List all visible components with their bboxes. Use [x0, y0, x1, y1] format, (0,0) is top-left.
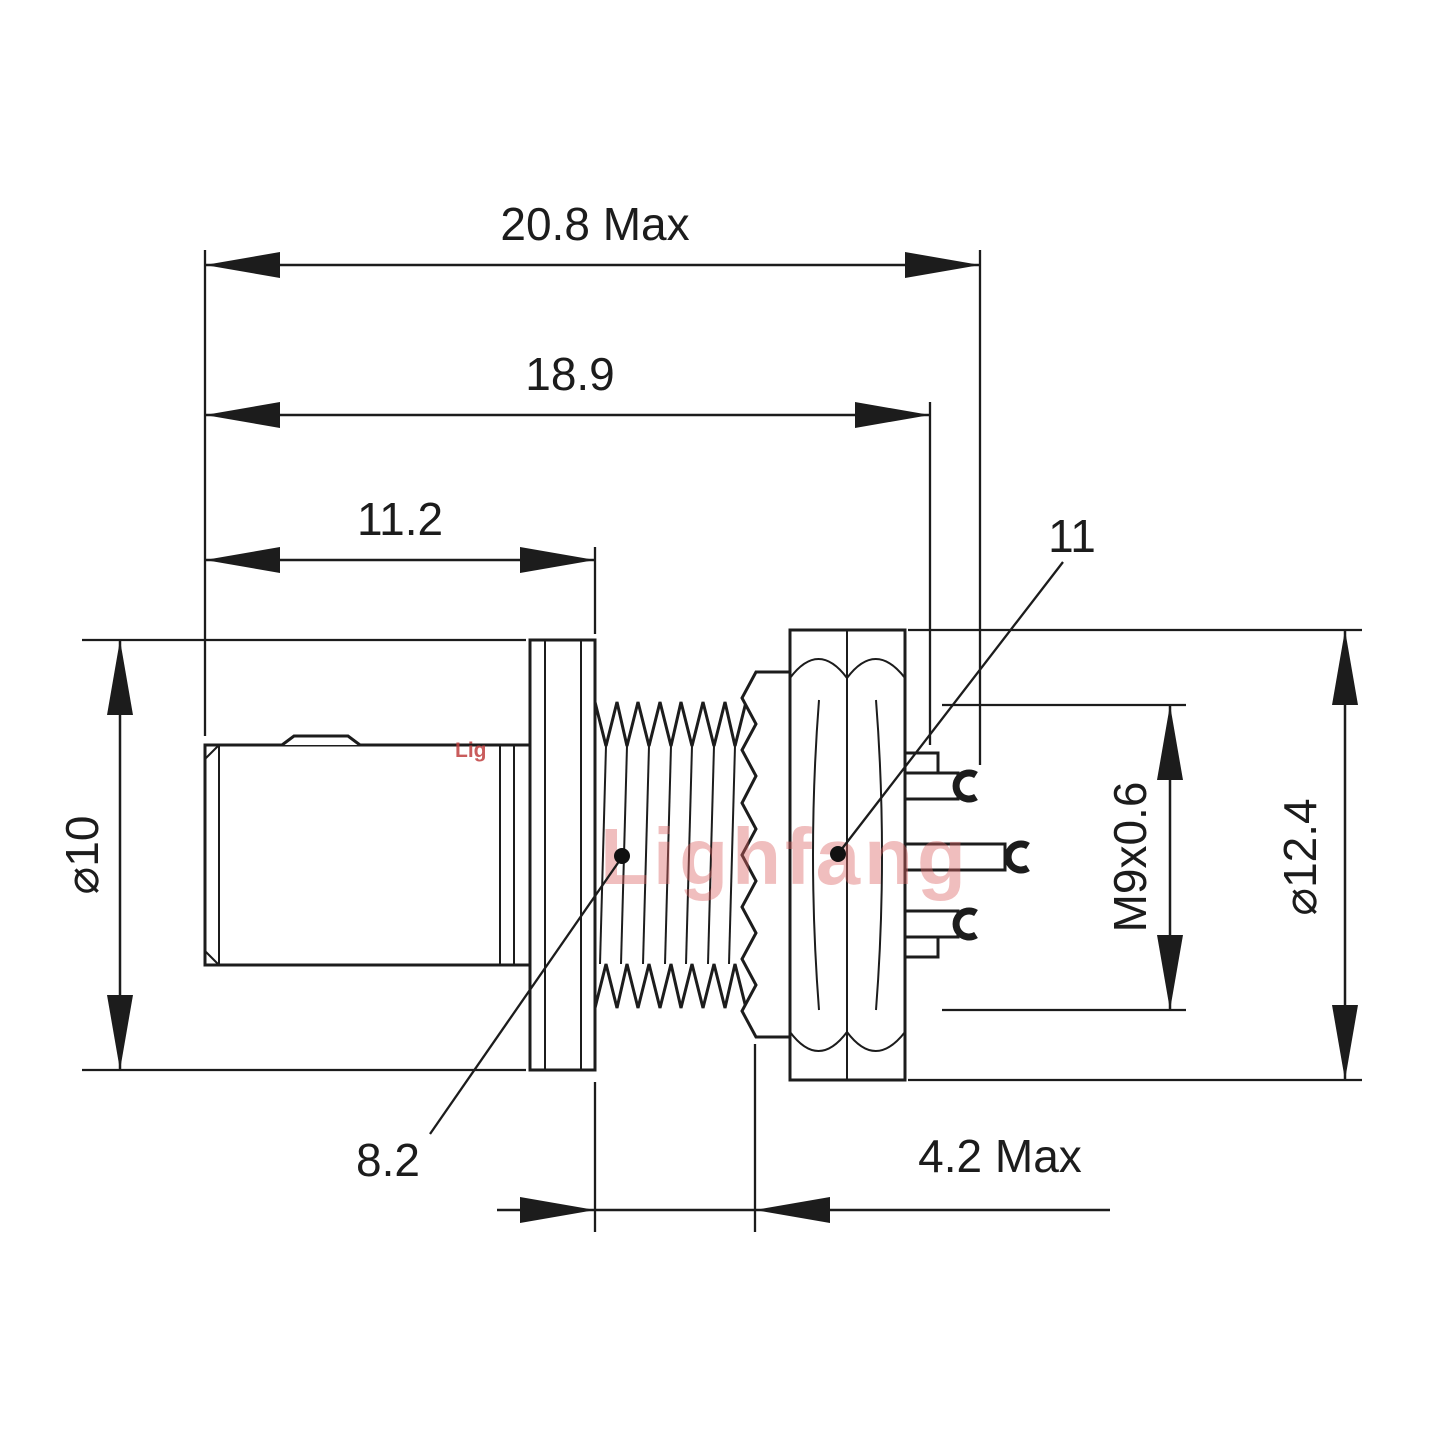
- dimension-thread-spec: M9x0.6: [942, 703, 1186, 1012]
- callout-hex-flats: 11: [830, 510, 1096, 862]
- contact-pin-bottom: [903, 909, 960, 939]
- arrowhead-left: [205, 402, 280, 428]
- arrowhead-down: [1157, 935, 1183, 1010]
- arrowhead-right: [520, 1197, 595, 1223]
- dimension-length-to-pins: 18.9: [205, 348, 932, 745]
- arrowhead-up: [107, 640, 133, 715]
- arrowhead-down: [1332, 1005, 1358, 1080]
- front-cylinder: [203, 734, 532, 967]
- dimension-front-length: 11.2: [205, 493, 597, 634]
- dim-text-4-2-max: 4.2 Max: [918, 1130, 1082, 1182]
- hex-facet-curve: [812, 699, 820, 1011]
- dim-text-18-9: 18.9: [525, 348, 615, 400]
- arrowhead-up: [1157, 705, 1183, 780]
- solder-cup-top: [952, 769, 978, 803]
- arrowhead-right: [855, 402, 930, 428]
- front-cylinder-outline: [203, 743, 532, 967]
- arrowhead-left: [205, 252, 280, 278]
- dimension-nut-diameter: ⌀12.4: [908, 628, 1362, 1082]
- connector-body: [203, 628, 1030, 1082]
- dimension-overall-length: 20.8 Max: [203, 198, 982, 765]
- arrowhead-right: [520, 547, 595, 573]
- dim-text-8-2: 8.2: [356, 1134, 420, 1186]
- contact-pin-top: [903, 771, 960, 801]
- solder-cup-center: [1004, 840, 1030, 874]
- dimension-panel-thickness: 4.2 Max: [497, 1044, 1110, 1232]
- chamfer-line: [204, 744, 220, 760]
- hex-nut: [788, 628, 907, 1082]
- arrowhead-left: [205, 547, 280, 573]
- watermark-small: Lig: [455, 739, 487, 762]
- watermark-main: Lighfang: [600, 812, 970, 901]
- leader-line: [840, 561, 1064, 851]
- hex-chamfer-arc: [789, 1031, 848, 1052]
- dim-text-11: 11: [1048, 510, 1096, 562]
- dim-text-dia10: ⌀10: [56, 816, 108, 895]
- arrowhead-left: [755, 1197, 830, 1223]
- hex-chamfer-arc: [846, 1031, 906, 1052]
- dimension-body-diameter: ⌀10: [56, 638, 526, 1072]
- lock-washer: [740, 670, 792, 1039]
- arrowhead-up: [1332, 630, 1358, 705]
- leader-line: [429, 859, 621, 1135]
- flange: [528, 638, 597, 1072]
- reference-dot: [614, 848, 630, 864]
- chamfer-line: [204, 950, 220, 966]
- dim-text-overall: 20.8 Max: [500, 198, 689, 250]
- thread-crest-bottom: [593, 963, 748, 1009]
- top-latch-bump: [281, 734, 361, 747]
- arrowhead-down: [107, 995, 133, 1070]
- dim-text-dia12-4: ⌀12.4: [1274, 798, 1326, 915]
- dim-text-thread: M9x0.6: [1104, 782, 1156, 933]
- arrowhead-right: [905, 252, 980, 278]
- thread-crest-top: [593, 701, 748, 747]
- reference-dot: [830, 846, 846, 862]
- solder-contacts: [903, 751, 1030, 959]
- hex-facet-curve: [875, 699, 883, 1011]
- callout-thread-ref: 8.2: [356, 848, 630, 1186]
- hex-chamfer-arc: [846, 658, 906, 679]
- hex-chamfer-arc: [789, 658, 848, 679]
- solder-cup-bottom: [952, 907, 978, 941]
- flange-outline: [528, 638, 597, 1072]
- dim-text-11-2: 11.2: [357, 493, 443, 545]
